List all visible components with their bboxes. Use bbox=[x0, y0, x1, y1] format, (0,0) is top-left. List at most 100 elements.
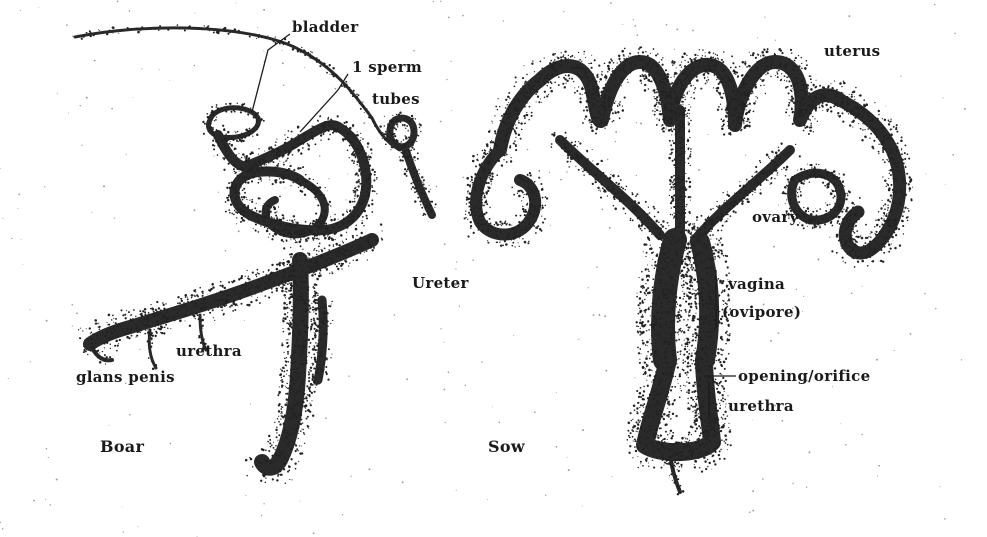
stipple-dot bbox=[532, 215, 534, 217]
stipple-dot bbox=[245, 459, 248, 462]
stipple-dot bbox=[521, 200, 522, 201]
stipple-dot bbox=[108, 337, 110, 339]
stipple-dot bbox=[305, 271, 306, 272]
speckle-dot bbox=[444, 243, 446, 245]
stipple-dot bbox=[541, 102, 542, 103]
stipple-dot bbox=[306, 385, 308, 387]
stipple-dot bbox=[702, 66, 704, 68]
stipple-dot bbox=[512, 125, 514, 127]
stipple-dot bbox=[242, 286, 243, 287]
stipple-dot bbox=[432, 209, 433, 210]
stipple-dot bbox=[147, 318, 149, 320]
stipple-dot bbox=[273, 275, 274, 276]
stipple-dot bbox=[505, 107, 507, 109]
stipple-dot bbox=[732, 89, 734, 91]
stipple-dot bbox=[688, 65, 690, 67]
stipple-dot bbox=[77, 35, 78, 36]
stipple-dot bbox=[147, 331, 149, 333]
stipple-dot bbox=[791, 99, 792, 100]
stipple-dot bbox=[319, 274, 321, 276]
stipple-dot bbox=[515, 107, 516, 108]
stipple-dot bbox=[533, 188, 534, 189]
stipple-dot bbox=[382, 138, 383, 139]
stipple-dot bbox=[686, 87, 687, 88]
speckle-dot bbox=[708, 134, 709, 135]
stipple-dot bbox=[100, 32, 102, 34]
stipple-dot bbox=[203, 314, 205, 316]
speckle-dot bbox=[114, 217, 115, 218]
stipple-dot bbox=[285, 454, 286, 455]
stipple-dot bbox=[361, 247, 363, 249]
stipple-dot bbox=[492, 122, 493, 123]
stipple-dot bbox=[226, 304, 228, 306]
stipple-dot bbox=[110, 328, 111, 329]
stipple-dot bbox=[333, 246, 334, 247]
stipple-dot bbox=[324, 121, 326, 123]
stipple-dot bbox=[325, 257, 326, 258]
stipple-dot bbox=[431, 201, 433, 203]
stipple-dot bbox=[739, 66, 740, 67]
stipple-dot bbox=[666, 79, 669, 82]
stipple-dot bbox=[80, 328, 81, 329]
stipple-dot bbox=[705, 52, 706, 53]
stipple-dot bbox=[251, 151, 254, 154]
stipple-dot bbox=[139, 320, 140, 321]
stipple-dot bbox=[220, 281, 222, 283]
stipple-dot bbox=[194, 295, 196, 297]
stipple-dot bbox=[175, 315, 176, 316]
stipple-dot bbox=[278, 404, 280, 406]
stipple-dot bbox=[669, 95, 672, 98]
stipple-dot bbox=[112, 30, 113, 31]
stipple-dot bbox=[604, 63, 606, 65]
stipple-dot bbox=[324, 305, 326, 307]
stipple-dot bbox=[267, 211, 269, 213]
stipple-dot bbox=[363, 171, 364, 172]
speckle-dot bbox=[545, 495, 546, 496]
stipple-dot bbox=[223, 110, 225, 112]
stipple-dot bbox=[655, 54, 657, 56]
stipple-dot bbox=[78, 329, 79, 330]
stipple-dot bbox=[289, 165, 291, 167]
stipple-dot bbox=[741, 94, 743, 96]
stipple-dot bbox=[125, 317, 127, 319]
stipple-dot bbox=[322, 126, 324, 128]
stipple-dot bbox=[269, 442, 271, 444]
stipple-dot bbox=[409, 155, 411, 157]
stipple-dot bbox=[331, 303, 332, 304]
stipple-dot bbox=[283, 176, 285, 178]
stipple-dot bbox=[352, 136, 354, 138]
stipple-dot bbox=[416, 173, 417, 174]
stipple-dot bbox=[257, 269, 259, 271]
stipple-dot bbox=[289, 320, 290, 321]
stipple-dot bbox=[291, 285, 293, 287]
stipple-dot bbox=[241, 196, 243, 198]
stipple-dot bbox=[518, 195, 521, 198]
stipple-dot bbox=[292, 362, 293, 363]
stipple-dot bbox=[224, 30, 226, 32]
stipple-dot bbox=[319, 219, 320, 220]
stipple-dot bbox=[673, 89, 675, 91]
stipple-dot bbox=[279, 223, 280, 224]
stipple-dot bbox=[335, 255, 336, 256]
stipple-dot bbox=[179, 302, 181, 304]
stipple-dot bbox=[486, 193, 488, 195]
stipple-dot bbox=[314, 260, 316, 262]
stipple-dot bbox=[319, 65, 321, 67]
stipple-dot bbox=[258, 148, 259, 149]
stipple-dot bbox=[99, 361, 102, 364]
stipple-dot bbox=[301, 360, 303, 362]
stipple-dot bbox=[727, 77, 729, 79]
stipple-dot bbox=[229, 306, 231, 308]
stipple-dot bbox=[265, 478, 266, 479]
stipple-dot bbox=[586, 109, 588, 111]
stipple-dot bbox=[657, 72, 659, 74]
stipple-dot bbox=[321, 221, 323, 223]
speckle-dot bbox=[636, 122, 637, 123]
stipple-dot bbox=[334, 74, 337, 77]
speckle-dot bbox=[334, 88, 336, 90]
stipple-dot bbox=[316, 329, 317, 330]
stipple-dot bbox=[486, 220, 488, 222]
stipple-dot bbox=[234, 289, 237, 292]
stipple-dot bbox=[356, 134, 359, 137]
stipple-dot bbox=[297, 225, 298, 226]
